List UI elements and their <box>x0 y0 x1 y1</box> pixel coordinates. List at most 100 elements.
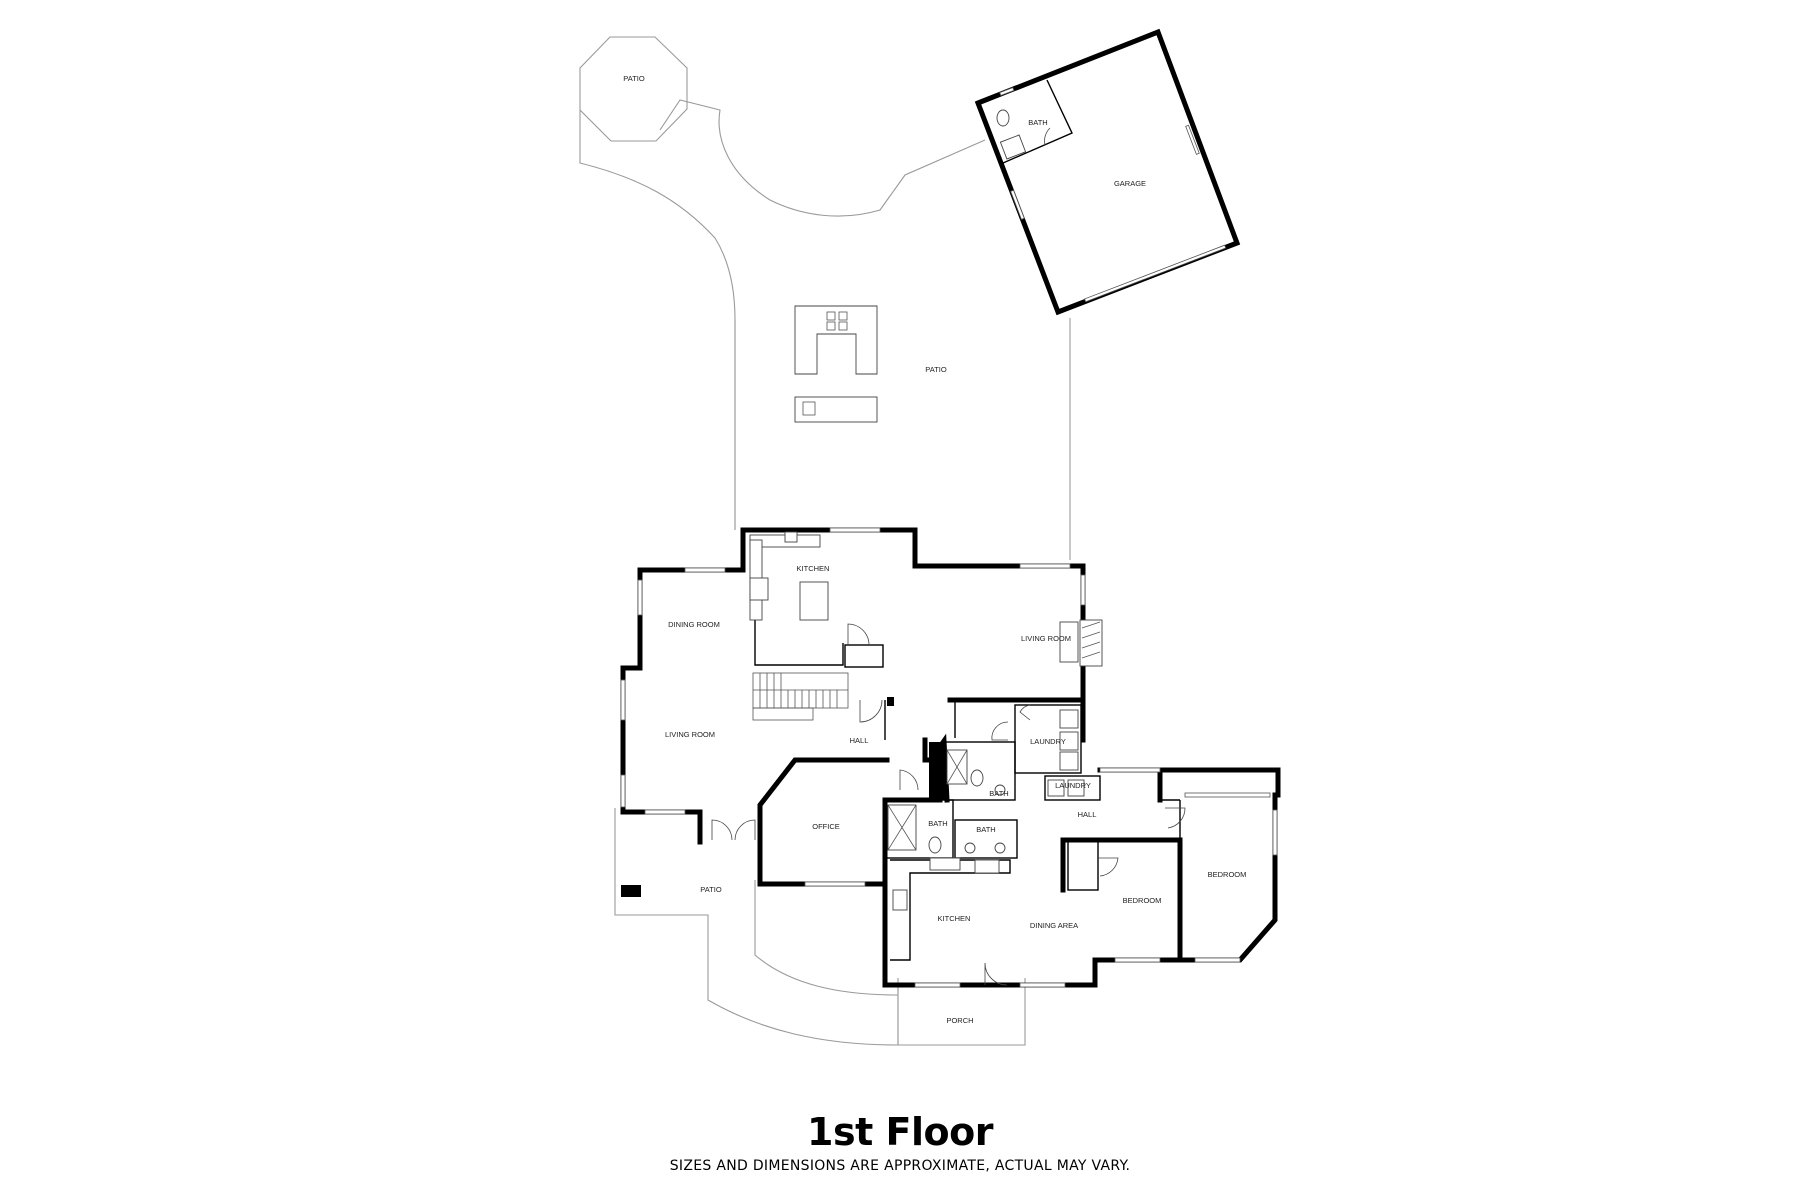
bath-left-room <box>884 799 954 859</box>
office-door[interactable] <box>899 769 919 791</box>
kitchen-window-bottom-2 <box>1019 982 1066 988</box>
laundry-lower-room <box>1044 775 1101 801</box>
bath-left-toilet <box>928 836 942 854</box>
garage-vanity <box>999 134 1027 160</box>
garage-toilet <box>996 109 1010 127</box>
center-bath-door[interactable] <box>991 721 1009 741</box>
hall-window-top <box>1099 767 1161 773</box>
label-patio-lower: PATIO <box>700 885 722 894</box>
kitchen-window-top <box>829 527 881 533</box>
label-bedroom-right: BEDROOM <box>1208 870 1247 879</box>
label-hall-right: HALL <box>1078 810 1097 819</box>
label-office: OFFICE <box>812 822 840 831</box>
floor-title: 1st Floor <box>807 1110 993 1154</box>
front-door[interactable] <box>984 962 1008 986</box>
garage-door[interactable] <box>1084 244 1227 303</box>
label-patio-main: PATIO <box>925 365 947 374</box>
wall-bedroom-right <box>1092 767 1281 963</box>
wall-office <box>757 839 888 887</box>
laundry-lower-washer <box>1047 779 1065 797</box>
lower-kitchen-sink <box>974 859 1000 874</box>
living-window-top <box>1019 563 1071 569</box>
bedroom-closet <box>1067 839 1099 891</box>
windows <box>620 527 1278 988</box>
outdoor-outlines <box>579 36 1071 1046</box>
outdoor-sink <box>802 401 816 416</box>
dining-window-left <box>637 579 643 616</box>
patio-door-right[interactable] <box>734 819 756 841</box>
garage-window-3 <box>1010 189 1025 220</box>
bath-right-sink-1 <box>964 842 976 854</box>
pantry <box>844 644 884 668</box>
bedroom-right-door[interactable] <box>1165 807 1186 829</box>
garage-window-1 <box>999 87 1015 96</box>
label-patio-octagon: PATIO <box>623 74 645 83</box>
bath-right-sink-2 <box>994 842 1006 854</box>
structural-pier <box>929 742 945 800</box>
label-bath-left: BATH <box>928 819 947 828</box>
burner-3 <box>826 321 836 331</box>
label-garage: GARAGE <box>1114 179 1146 188</box>
outdoor-sink-counter <box>794 396 878 423</box>
kitchen-counter-line <box>754 560 844 666</box>
hall-door[interactable] <box>859 699 883 723</box>
garage-structure <box>974 28 1241 316</box>
porch-outline <box>897 978 1026 1046</box>
living-window-right <box>1080 574 1086 606</box>
main-patio-outline <box>734 318 1071 560</box>
office-window <box>804 881 866 887</box>
wall-left-block <box>620 567 746 845</box>
label-living-room-right: LIVING ROOM <box>1021 634 1071 643</box>
living-window-left-2 <box>620 774 626 808</box>
label-bath-garage: BATH <box>1028 118 1047 127</box>
garage-bath-door[interactable] <box>1044 127 1051 146</box>
lower-kitchen-counters <box>890 859 1011 961</box>
laundry-door[interactable] <box>1019 704 1031 721</box>
fireplace-hatch <box>1081 621 1101 659</box>
label-bedroom-center: BEDROOM <box>1123 896 1162 905</box>
fireplace <box>1079 619 1103 667</box>
staircase <box>752 672 849 721</box>
center-sink <box>994 784 1006 796</box>
bedroom-window-bottom <box>1114 957 1161 963</box>
lower-kitchen-range <box>892 889 908 911</box>
garage-bath-walls <box>1002 79 1073 164</box>
kitchen-island <box>799 581 829 621</box>
walkway-outline <box>579 110 736 530</box>
laundry-lower-dryer <box>1067 779 1085 797</box>
label-dining-room: DINING ROOM <box>668 620 720 629</box>
walkway-outline-inner <box>659 99 986 217</box>
lower-patio-outline <box>614 808 899 1046</box>
kitchen-door[interactable] <box>847 623 870 646</box>
kitchen-range <box>749 577 769 601</box>
label-hall-center: HALL <box>850 736 869 745</box>
living-window-left-1 <box>620 679 626 721</box>
bedroom-door[interactable] <box>1098 857 1119 877</box>
label-dining-area: DINING AREA <box>1030 921 1078 930</box>
label-kitchen-upper: KITCHEN <box>797 564 830 573</box>
dryer <box>1059 751 1079 771</box>
patio-grill-block <box>621 885 641 897</box>
label-laundry-lower: LAUNDRY <box>1055 781 1091 790</box>
bedroom-right-window-top <box>1184 792 1271 798</box>
garage-window-2 <box>1185 124 1200 155</box>
dining-window-top <box>684 567 726 573</box>
label-laundry-upper: LAUNDRY <box>1030 737 1066 746</box>
center-bath <box>944 741 1016 801</box>
grill-counter <box>794 305 878 375</box>
column-post <box>887 697 894 706</box>
label-kitchen-lower: KITCHEN <box>938 914 971 923</box>
center-toilet <box>970 769 984 787</box>
burner-4 <box>838 321 848 331</box>
octagon-patio-outline <box>579 36 688 142</box>
bedroom-right-window-bottom <box>1194 957 1241 963</box>
interior-lines <box>711 531 1186 986</box>
label-bath-right: BATH <box>976 825 995 834</box>
lower-kitchen-counter <box>929 857 961 871</box>
hearth <box>1059 621 1079 663</box>
patio-door-left[interactable] <box>711 819 733 841</box>
laundry-sink <box>1059 709 1079 729</box>
label-bath-center: BATH <box>989 789 1008 798</box>
bedroom-right-window-side <box>1272 809 1278 856</box>
